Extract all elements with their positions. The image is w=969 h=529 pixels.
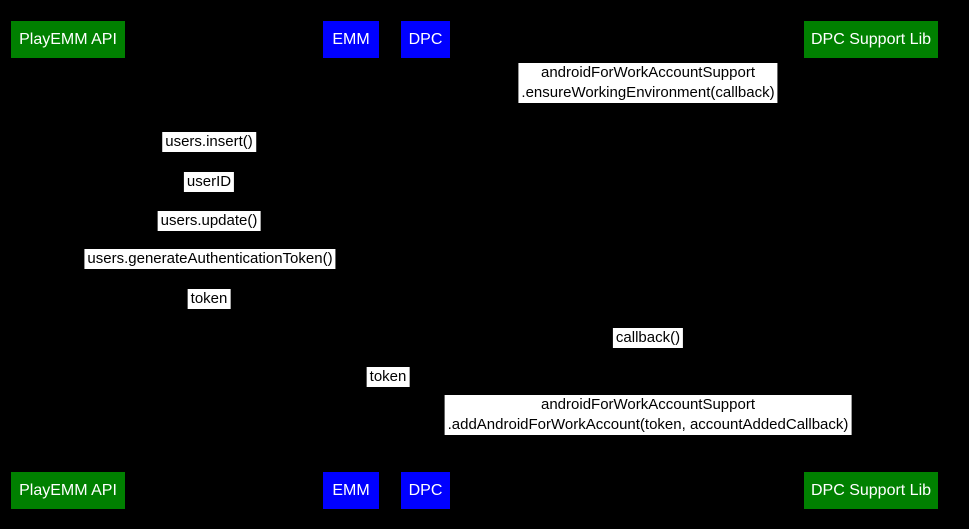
actor-playemm-api-bottom: PlayEMM API: [11, 472, 125, 509]
message-text-line: token: [369, 368, 407, 385]
message-arrow-ensure-working-environment: [425, 113, 871, 114]
message-arrow-users-update: [68, 240, 351, 241]
message-arrow-add-afw-account: [425, 445, 871, 446]
lifeline-dpc-support-lib: [871, 58, 872, 472]
message-label-users-update: users.update(): [157, 211, 261, 231]
message-label-callback: callback(): [612, 328, 684, 348]
message-text-line: .ensureWorkingEnvironment(callback): [521, 84, 775, 101]
message-label-token-return: token: [187, 289, 231, 309]
actor-emm-bottom: EMM: [323, 472, 379, 509]
message-text-line: users.update(): [160, 212, 258, 229]
message-text-line: androidForWorkAccountSupport: [540, 64, 755, 81]
message-text-line: users.generateAuthenticationToken(): [87, 250, 333, 267]
message-label-ensure-working-environment: androidForWorkAccountSupport .ensureWork…: [518, 63, 778, 103]
message-arrow-users-insert: [68, 162, 351, 163]
message-label-token-to-dpc: token: [366, 367, 410, 387]
message-text-line: users.insert(): [165, 133, 253, 150]
message-text-line: .addAndroidForWorkAccount(token, account…: [447, 416, 849, 433]
message-text-line: callback(): [615, 329, 681, 346]
message-label-generate-auth-token: users.generateAuthenticationToken(): [84, 249, 336, 269]
actor-dpc-support-lib-bottom: DPC Support Lib: [804, 472, 938, 509]
lifeline-dpc: [425, 58, 426, 472]
actor-dpc-support-lib-top: DPC Support Lib: [804, 21, 938, 58]
actor-dpc-bottom: DPC: [401, 472, 450, 509]
actor-dpc-top: DPC: [401, 21, 450, 58]
lifeline-playemm-api: [68, 58, 69, 472]
message-arrow-generate-auth-token: [68, 279, 351, 280]
message-label-userid: userID: [183, 172, 235, 192]
message-text-line: androidForWorkAccountSupport: [541, 396, 755, 413]
message-text-line: token: [190, 290, 228, 307]
actor-playemm-api-top: PlayEMM API: [11, 21, 125, 58]
message-arrow-userid: [68, 201, 351, 202]
message-text-line: userID: [186, 173, 232, 190]
message-arrow-token-return: [68, 318, 351, 319]
message-label-add-afw-account: androidForWorkAccountSupport .addAndroid…: [444, 395, 852, 435]
actor-emm-top: EMM: [323, 21, 379, 58]
message-label-users-insert: users.insert(): [162, 132, 256, 152]
message-arrow-callback: [425, 358, 871, 359]
lifeline-emm: [351, 58, 352, 472]
message-arrow-token-to-dpc: [351, 397, 425, 398]
